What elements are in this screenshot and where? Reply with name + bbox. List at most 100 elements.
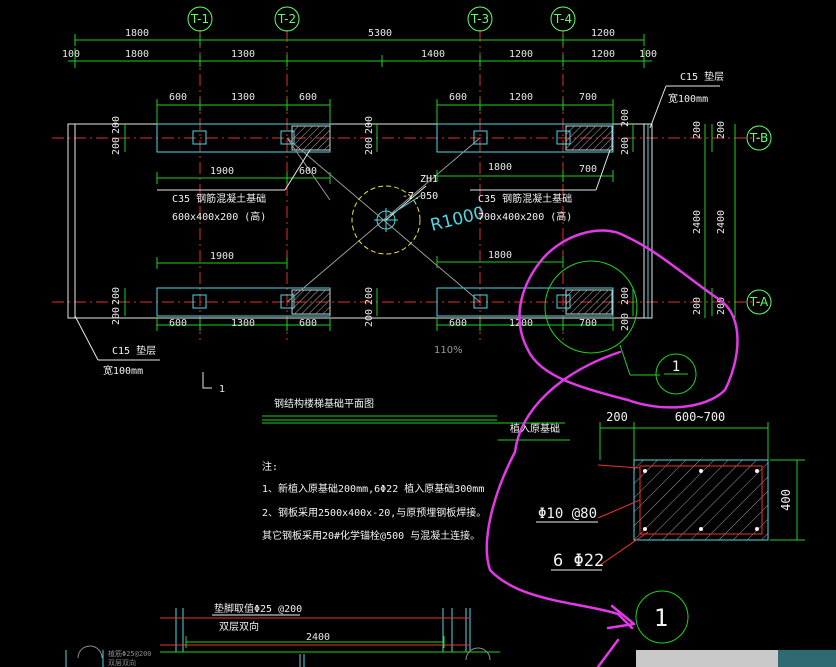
section-dim-400: 400 bbox=[779, 489, 793, 511]
cushion-top-label: C15 垫层 bbox=[680, 70, 724, 83]
note-item-1: 1、新植入原基础200mm,6Φ22 植入原基础300mm bbox=[262, 482, 484, 495]
zh-mark: ZH1 bbox=[420, 174, 438, 185]
cushion-bottom-leader bbox=[74, 315, 160, 361]
footing-left-title: C35 钢筋混凝土基础 bbox=[172, 192, 266, 205]
note-item-2: 2、钢板采用2500x400x-20,与原预埋钢板焊接。 bbox=[262, 506, 486, 519]
corner-mark bbox=[202, 372, 212, 389]
bottom-tiny-2: 双层双向 bbox=[108, 658, 136, 667]
footing-right-title: C35 钢筋混凝土基础 bbox=[478, 192, 572, 205]
status-bar-dark-block bbox=[778, 650, 836, 667]
svg-text:T-B: T-B bbox=[749, 131, 768, 145]
dim-1300-bot: 1300 bbox=[231, 318, 255, 329]
dim-200-v4: 200 bbox=[364, 137, 375, 155]
right-axis-bubbles: T-B T-A bbox=[746, 125, 772, 315]
dimension-row-bottom bbox=[156, 318, 614, 331]
dim-200-v5: 200 bbox=[620, 109, 631, 127]
dim-1200: 1200 bbox=[591, 28, 615, 39]
dim-1300-a: 1300 bbox=[231, 92, 255, 103]
dim-1900-mid: 1900 bbox=[210, 166, 234, 177]
top-axis-bubbles: T-1 T-2 T-3 T-4 bbox=[187, 6, 576, 32]
vertical-dims bbox=[124, 124, 736, 318]
notes-heading: 注: bbox=[262, 460, 278, 473]
section-dims bbox=[599, 422, 805, 541]
dim-700-a: 700 bbox=[579, 92, 597, 103]
dim-1200-c: 1200 bbox=[509, 92, 533, 103]
bottom-partial-drawing bbox=[65, 608, 500, 667]
dim-1200-row2-a: 1200 bbox=[509, 49, 533, 60]
dim-600-mid: 600 bbox=[299, 166, 317, 177]
dim-200-v1: 200 bbox=[111, 116, 122, 134]
zoom-level: 110% bbox=[434, 345, 463, 356]
dim-600-a: 600 bbox=[169, 92, 187, 103]
dim-200-v11: 200 bbox=[364, 287, 375, 305]
axis-bubble-t1: T-1 bbox=[187, 6, 213, 32]
dims-middle bbox=[156, 170, 614, 269]
dim-700-bot: 700 bbox=[579, 318, 597, 329]
dim-200-v13: 200 bbox=[620, 287, 631, 305]
dim-200-v16: 200 bbox=[716, 297, 727, 315]
dim-200-v9: 200 bbox=[111, 287, 122, 305]
dimension-row-1 bbox=[74, 34, 645, 46]
main-bar-label: 6 Φ22 bbox=[553, 551, 604, 571]
dim-600-c: 600 bbox=[449, 92, 467, 103]
dim-200-v2: 200 bbox=[111, 137, 122, 155]
column-squares bbox=[192, 130, 571, 309]
small-one-label: 1 bbox=[219, 384, 225, 395]
bottom-dim-2400: 2400 bbox=[306, 632, 330, 643]
stirrup-label: Φ10 @80 bbox=[538, 506, 597, 522]
footing-left-size: 600x400x200 (高) bbox=[172, 210, 266, 223]
elevation-label: -7.050 bbox=[402, 191, 438, 202]
dim-100-right: 100 bbox=[639, 49, 657, 60]
svg-text:T-3: T-3 bbox=[470, 12, 489, 26]
dim-200-v8: 200 bbox=[716, 121, 727, 139]
section-body bbox=[633, 459, 769, 541]
svg-text:T-A: T-A bbox=[749, 295, 769, 309]
dim-1800-row2: 1800 bbox=[125, 49, 149, 60]
axis-bubble-t3: T-3 bbox=[467, 6, 493, 32]
axis-centerlines bbox=[52, 30, 760, 340]
callout-number-bottom: 1 bbox=[654, 604, 668, 632]
axis-bubble-tb: T-B bbox=[746, 125, 772, 151]
dim-1800: 1800 bbox=[125, 28, 149, 39]
section-dim-600-700: 600~700 bbox=[675, 410, 726, 424]
radius-circle bbox=[351, 185, 427, 255]
section-leaders bbox=[597, 464, 649, 566]
callout-circle-bottom bbox=[635, 590, 689, 644]
footing-leaders bbox=[157, 149, 611, 191]
dim-600-b: 600 bbox=[299, 92, 317, 103]
hatched-embeds bbox=[291, 125, 613, 315]
dim-2400-a: 2400 bbox=[692, 210, 703, 234]
magenta-markup[interactable] bbox=[485, 229, 739, 667]
svg-text:T-1: T-1 bbox=[190, 12, 209, 26]
section-title: 植入原基础 bbox=[510, 422, 560, 435]
cushion-top-leader bbox=[649, 85, 720, 129]
dim-200-v15: 200 bbox=[692, 297, 703, 315]
plan-title-underline bbox=[262, 415, 565, 424]
dim-200-v14: 200 bbox=[620, 313, 631, 331]
axis-bubble-ta: T-A bbox=[746, 289, 772, 315]
axis-bubble-t2: T-2 bbox=[274, 6, 300, 32]
dim-200-v7: 200 bbox=[692, 121, 703, 139]
dim-1800-mid: 1800 bbox=[488, 162, 512, 173]
svg-text:T-2: T-2 bbox=[277, 12, 296, 26]
dim-1400-row2: 1400 bbox=[421, 49, 445, 60]
dim-1900-low: 1900 bbox=[210, 251, 234, 262]
dim-200-v3: 200 bbox=[364, 116, 375, 134]
note-item-3: 其它钢板采用20#化学锚栓@500 与混凝土连接。 bbox=[262, 529, 480, 542]
dimension-row-3 bbox=[156, 99, 614, 124]
dim-600-bot-a: 600 bbox=[169, 318, 187, 329]
cushion-bottom-width: 宽100mm bbox=[103, 364, 143, 377]
dim-200-v10: 200 bbox=[111, 307, 122, 325]
dim-1300-row2: 1300 bbox=[231, 49, 255, 60]
footing-right-size: 700x400x200 (高) bbox=[478, 210, 572, 223]
plan-title: 钢结构楼梯基础平面图 bbox=[274, 397, 374, 410]
dim-200-v12: 200 bbox=[364, 309, 375, 327]
dim-600-bot-c: 600 bbox=[449, 318, 467, 329]
section-dim-200: 200 bbox=[606, 410, 628, 424]
cushion-frame bbox=[67, 123, 653, 319]
dimension-row-2 bbox=[68, 48, 652, 68]
dim-100-left: 100 bbox=[62, 49, 80, 60]
cushion-top-width: 宽100mm bbox=[668, 92, 708, 105]
callout-number-top: 1 bbox=[672, 359, 680, 375]
